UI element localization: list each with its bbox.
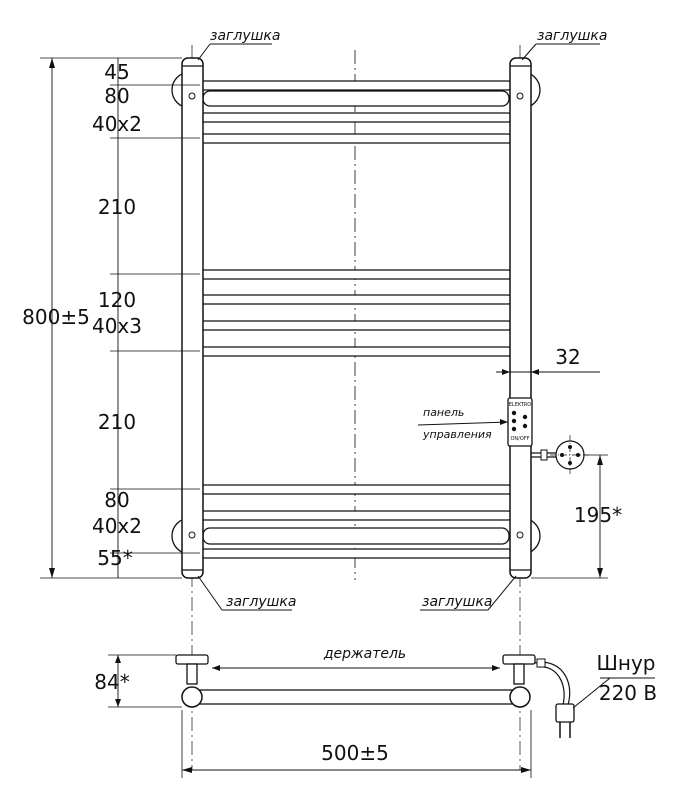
crossbar-5 bbox=[199, 269, 513, 280]
wall-mounts bbox=[175, 654, 536, 685]
dim-overall-width: 500±5 bbox=[321, 741, 389, 765]
crossbar-3 bbox=[199, 112, 513, 123]
dim-step-120: 120 bbox=[98, 288, 136, 312]
crossbar-4 bbox=[199, 133, 513, 144]
column-diameter-dimension: 32 bbox=[496, 345, 600, 395]
dim-wall-distance: 84* bbox=[94, 670, 129, 694]
panel-button-label: ON/OFF bbox=[510, 436, 529, 442]
plug-label-top-left: заглушка bbox=[210, 28, 280, 44]
dim-step-80-top: 80 bbox=[104, 84, 129, 108]
crossbar-6 bbox=[199, 294, 513, 305]
top-view-bar bbox=[191, 689, 521, 705]
dim-pitch-40x3: 40x3 bbox=[92, 314, 142, 338]
dim-column-diameter: 32 bbox=[555, 345, 580, 369]
crossbar-8 bbox=[199, 346, 513, 357]
dim-cord-height: 195* bbox=[574, 503, 622, 527]
power-cord: Шнур 220 В bbox=[534, 651, 657, 738]
plug-label-top-right: заглушка bbox=[537, 28, 607, 44]
panel-brand: ELEKTRO bbox=[509, 402, 532, 408]
plug-callouts: заглушка заглушка заглушка заглушка bbox=[197, 28, 607, 611]
crossbar-12 bbox=[199, 548, 513, 559]
spacing-dimensions: 45 80 40x2 210 120 40x3 210 80 40x2 55* bbox=[92, 58, 200, 578]
overall-height-dimension: 800±5 bbox=[22, 57, 182, 579]
right-column bbox=[509, 57, 532, 579]
panel-label-line1: панель bbox=[423, 406, 464, 419]
dim-pitch-40x2-top: 40x2 bbox=[92, 112, 142, 136]
dim-gap-210-upper: 210 bbox=[98, 195, 136, 219]
cord-label-line1: Шнур bbox=[597, 651, 656, 675]
mount-holes bbox=[188, 92, 524, 539]
crossbar-1 bbox=[199, 80, 513, 91]
crossbar-10 bbox=[199, 510, 513, 521]
panel-label-line2: управления bbox=[422, 428, 492, 441]
cord-height-dimension: 195* bbox=[531, 454, 622, 579]
wall-brackets bbox=[171, 71, 541, 555]
left-column bbox=[181, 57, 204, 579]
front-view: ELEKTRO ON/OFF панель управлени bbox=[22, 28, 622, 770]
cord-label-line2: 220 В bbox=[599, 681, 657, 705]
cord-outlet bbox=[531, 435, 590, 475]
plug-label-bottom-left: заглушка bbox=[226, 594, 296, 610]
overall-width-dimension: 500±5 bbox=[181, 710, 532, 778]
panel-callout: панель управления bbox=[417, 406, 509, 441]
dim-overall-height: 800±5 bbox=[22, 305, 90, 329]
crossbar-2 bbox=[202, 90, 510, 107]
top-view: держатель Шнур 220 В 84* bbox=[94, 646, 657, 778]
dim-step-80-bottom: 80 bbox=[104, 488, 129, 512]
control-panel: ELEKTRO ON/OFF bbox=[507, 397, 533, 447]
dim-bottom-offset: 55* bbox=[97, 546, 132, 570]
crossbar-7 bbox=[199, 320, 513, 331]
plug-label-bottom-right: заглушка bbox=[422, 594, 492, 610]
crossbar-11 bbox=[202, 527, 510, 545]
holder-callout: держатель bbox=[212, 646, 500, 671]
holder-label: держатель bbox=[323, 646, 406, 662]
crossbar-9 bbox=[199, 484, 513, 495]
plug-icon bbox=[555, 703, 575, 723]
dim-top-offset: 45 bbox=[104, 60, 129, 84]
top-view-left-post bbox=[181, 686, 203, 708]
wall-distance-dimension: 84* bbox=[94, 654, 182, 708]
top-view-right-post bbox=[509, 686, 531, 708]
columns bbox=[181, 57, 532, 579]
dim-gap-210-lower: 210 bbox=[98, 410, 136, 434]
crossbars bbox=[199, 80, 513, 559]
dim-pitch-40x2-bottom: 40x2 bbox=[92, 514, 142, 538]
